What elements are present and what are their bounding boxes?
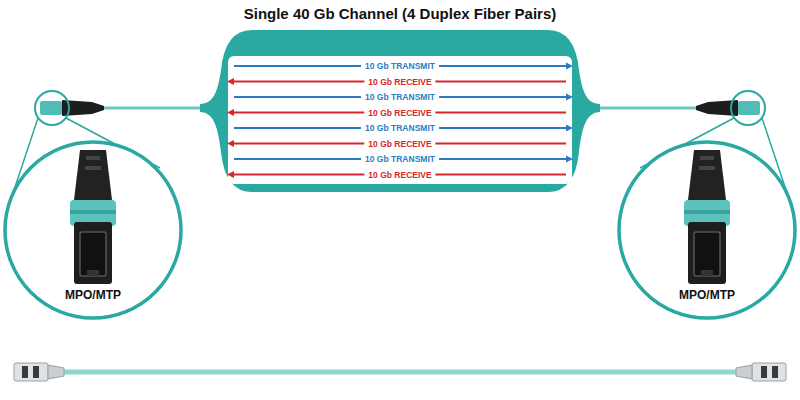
fiber-cable [595,107,700,110]
connector-housing [14,363,48,381]
connector-type-label: MPO/MTP [617,288,797,302]
connector-boot [736,365,752,379]
receive-label: 10 Gb RECEIVE [364,108,435,118]
transmit-label: 10 Gb TRANSMIT [361,154,439,164]
receive-label: 10 Gb RECEIVE [364,139,435,149]
arrow-head [566,63,573,70]
arrow-head [566,94,573,101]
connector-type-label: MPO/MTP [3,288,183,302]
connector-latch [22,366,28,378]
connector-latch [33,366,39,378]
connector-latch [772,366,778,378]
connector-boot [48,365,64,379]
arrow-head [566,125,573,132]
transmit-label: 10 Gb TRANSMIT [361,61,439,71]
arrow-head [227,78,234,85]
fiber-cable [100,107,205,110]
arrow-head [566,156,573,163]
fiber-cable [60,370,740,375]
arrow-head [227,171,234,178]
connector-ferrule [40,101,62,115]
connector-housing [752,363,786,381]
fiber-channel-band: 10 Gb TRANSMIT 10 Gb RECEIVE 10 Gb TRANSMI… [200,28,600,194]
receive-label: 10 Gb RECEIVE [364,170,435,180]
connector-ferrule [738,101,760,115]
band-window [228,56,572,184]
arrow-head [227,140,234,147]
zoom-ring [35,91,69,125]
transmit-label: 10 Gb TRANSMIT [361,92,439,102]
zoom-circle: MPO/MTP [3,140,183,320]
diagram-title: Single 40 Gb Channel (4 Duplex Fiber Pai… [0,5,800,22]
arrow-head [227,109,234,116]
receive-label: 10 Gb RECEIVE [364,77,435,87]
band-fill [200,30,600,192]
transmit-label: 10 Gb TRANSMIT [361,123,439,133]
zoom-ring [731,91,765,125]
connector-latch [761,366,767,378]
zoom-circle: MPO/MTP [617,140,797,320]
